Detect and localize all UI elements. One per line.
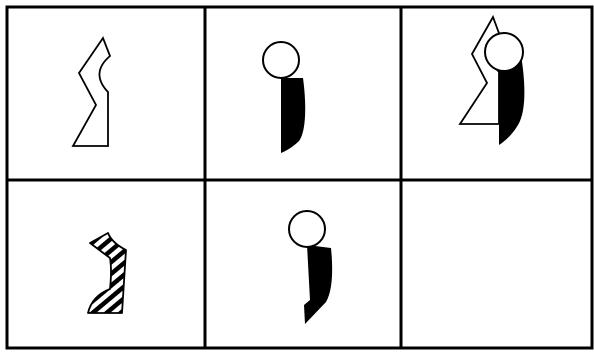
cell-r1c3-figure [460,17,524,145]
cell-r1c2-figure [263,42,305,153]
cell-r2c2-figure [289,211,332,324]
cell-r1c1-figure [73,38,110,146]
circle-shape [485,33,523,71]
zigzag-outline-shape [73,38,110,146]
cell-r2c1-figure [88,233,126,313]
circle-shape [263,42,299,78]
black-blade-shape [281,78,305,153]
zigzag-outline-shape [460,17,500,124]
hatched-hook-shape [88,233,126,313]
circle-shape [289,211,325,247]
cell-r2c3-empty [403,182,590,346]
black-hook-shape [304,245,332,324]
